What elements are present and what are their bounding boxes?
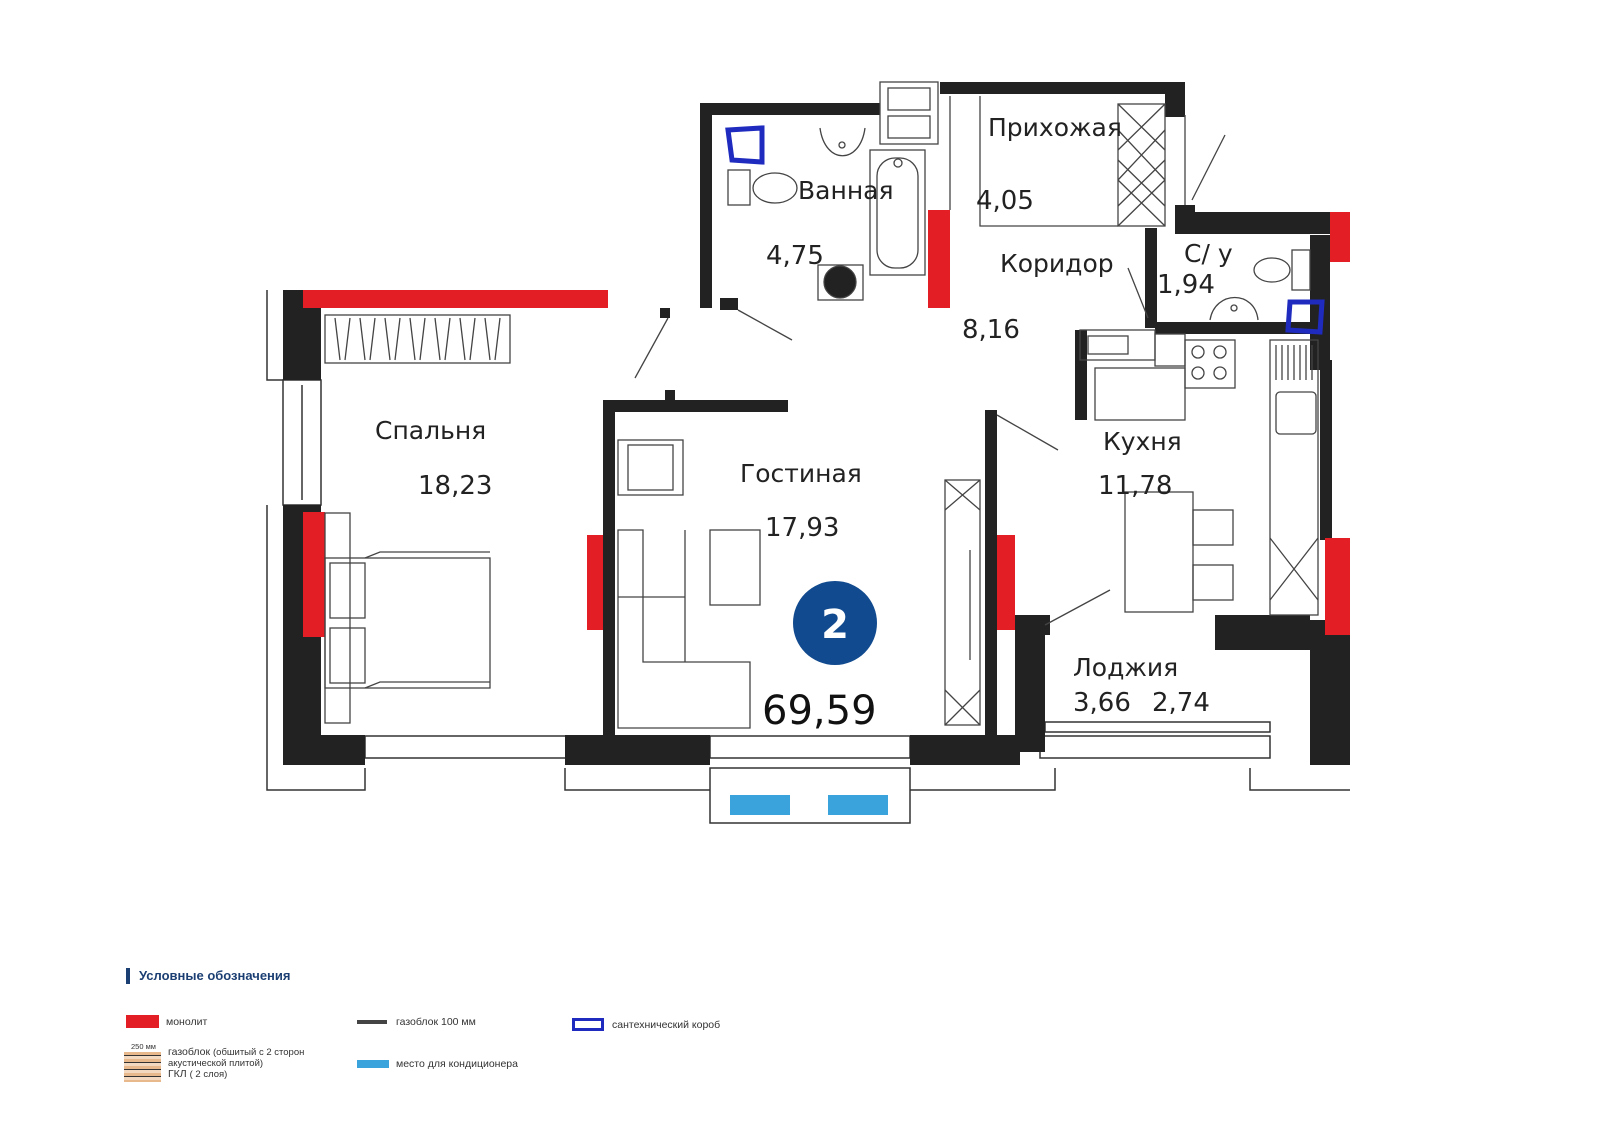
- legend-gasblock-250-text: газоблок: [168, 1046, 211, 1058]
- monolith-walls: [303, 210, 1350, 637]
- floor-plan: Ванная 4,75 Прихожая 4,05 Коридор 8,16 С…: [266, 81, 1350, 824]
- room-name-corridor: Коридор: [1000, 249, 1114, 278]
- room-area-wc: 1,94: [1157, 270, 1215, 300]
- legend-title: Условные обозначения: [126, 968, 290, 984]
- room-area-loggia-alt: 2,74: [1152, 688, 1210, 718]
- bedroom-window-frame-top: [266, 290, 283, 381]
- legend-gasblock-250: газоблок (обшитый с 2 сторон акустическо…: [168, 1046, 305, 1081]
- bottom-frame-3: [1249, 768, 1350, 791]
- legend-gkl-note: ( 2 слоя): [189, 1069, 228, 1080]
- loggia-rail: [1044, 721, 1271, 733]
- room-name-bedroom: Спальня: [375, 416, 486, 445]
- total-area: 69,59: [762, 688, 877, 734]
- legend-gasblock-100: газоблок 100 мм: [396, 1016, 476, 1028]
- monolith-swatch: [126, 1015, 159, 1028]
- walls: [283, 82, 1350, 765]
- legend-gasblock-250-size: 250 мм: [131, 1042, 156, 1051]
- room-name-loggia: Лоджия: [1073, 653, 1178, 682]
- room-area-corridor: 8,16: [962, 315, 1020, 345]
- room-name-wc: С/ у: [1184, 239, 1233, 268]
- bottom-frame-1: [564, 768, 710, 791]
- ac-swatch: [357, 1060, 389, 1068]
- legend-monolith: монолит: [166, 1016, 208, 1028]
- legend-gkl: ГКЛ: [168, 1068, 187, 1080]
- loggia-window: [1039, 735, 1271, 759]
- rooms-count-badge: [793, 581, 877, 665]
- plumbing-box-swatch: [572, 1018, 604, 1031]
- bedroom-window-frame-bottom: [266, 505, 366, 791]
- room-name-hall: Прихожая: [988, 113, 1122, 142]
- bedroom-balcony-window: [364, 735, 573, 759]
- room-area-loggia: 3,66: [1073, 688, 1131, 718]
- room-area-hall: 4,05: [976, 186, 1034, 216]
- room-area-living: 17,93: [765, 513, 839, 543]
- gasblock-250-swatch: [124, 1052, 161, 1082]
- ac-balcony: [709, 767, 911, 824]
- rooms-count: 2: [821, 602, 849, 648]
- ac-places: [730, 795, 888, 815]
- bottom-frame-2: [910, 768, 1056, 791]
- room-name-bathroom: Ванная: [798, 176, 894, 205]
- room-area-bathroom: 4,75: [766, 241, 824, 271]
- room-name-kitchen: Кухня: [1103, 427, 1182, 456]
- legend-plumbing-box: сантехнический короб: [612, 1019, 721, 1031]
- gasblock-100-swatch: [357, 1020, 387, 1024]
- room-name-living: Гостиная: [740, 459, 862, 488]
- legend-gasblock-250-note1: (обшитый с 2 сторон: [213, 1047, 305, 1058]
- furniture: [324, 81, 1319, 729]
- legend-ac-place: место для кондиционера: [396, 1058, 518, 1070]
- legend-gasblock-250-note2: акустической плитой): [168, 1058, 264, 1069]
- plumbing-boxes: [725, 125, 1325, 335]
- room-area-bedroom: 18,23: [418, 471, 492, 501]
- living-window: [709, 735, 911, 759]
- room-area-kitchen: 11,78: [1098, 471, 1172, 501]
